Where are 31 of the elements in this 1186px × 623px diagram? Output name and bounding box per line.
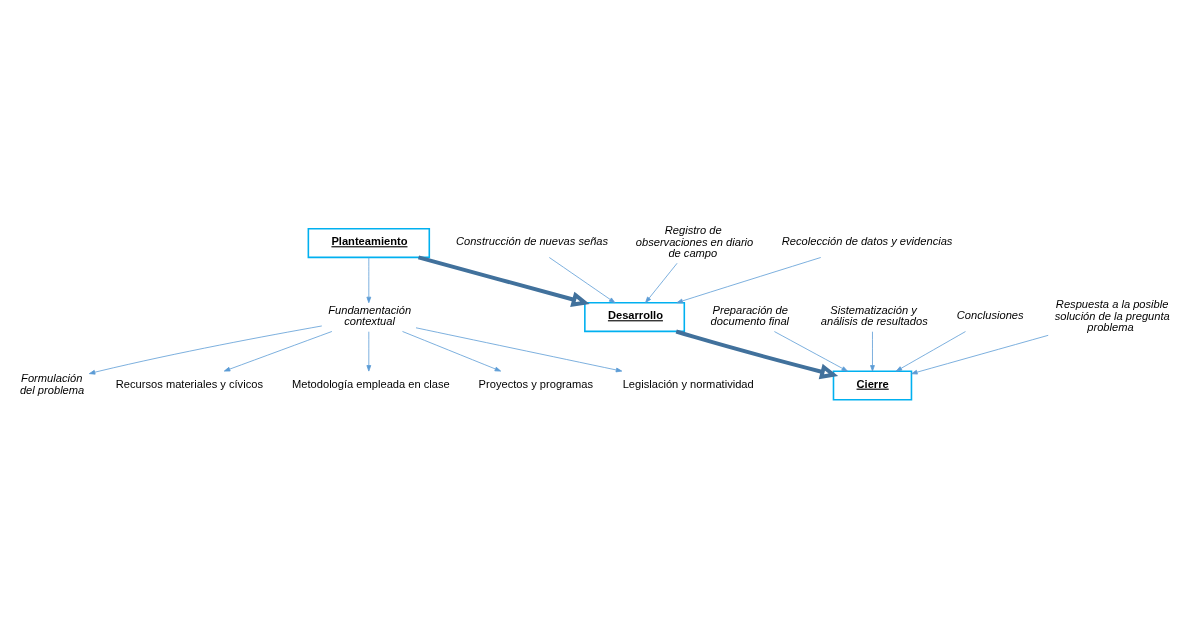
arrow — [402, 331, 502, 372]
arrow — [676, 257, 822, 304]
arrow — [366, 331, 372, 372]
arrow — [774, 331, 848, 372]
node-text: Recolección de datos y evidencias — [781, 235, 953, 248]
node-text: Recursos materiales y cívicos — [115, 378, 263, 391]
arrow — [366, 257, 372, 304]
arrow — [895, 331, 966, 372]
node-text: Fundamentación contextual — [328, 304, 412, 328]
arrow — [911, 334, 1049, 375]
node-text: Proyectos y programas — [478, 378, 594, 391]
node-text: Formulación del problema — [19, 372, 85, 396]
node-box: Cierre — [832, 370, 913, 401]
arrow — [223, 331, 333, 372]
arrow — [415, 327, 623, 373]
node-text: Preparación de documento final — [710, 304, 790, 328]
arrow — [675, 329, 839, 380]
arrow — [88, 325, 323, 375]
node-text: Construcción de nuevas señas — [455, 235, 609, 248]
node-box: Planteamiento — [307, 227, 431, 259]
node-text: Legislación y normatividad — [622, 378, 754, 391]
node-text: Registro de observaciones en diario de campo — [635, 224, 754, 259]
arrow — [548, 257, 616, 304]
arrow — [645, 262, 678, 303]
node-text: Sistematización y análisis de resultados — [820, 304, 928, 328]
node-text: Respuesta a la posible solución de la pregunta problema — [1054, 298, 1170, 333]
arrow — [417, 255, 590, 307]
node-box: Desarrollo — [584, 301, 686, 333]
arrow — [870, 331, 875, 372]
node-text: Metodología empleada en clase — [292, 378, 450, 391]
node-text: Conclusiones — [956, 309, 1024, 322]
